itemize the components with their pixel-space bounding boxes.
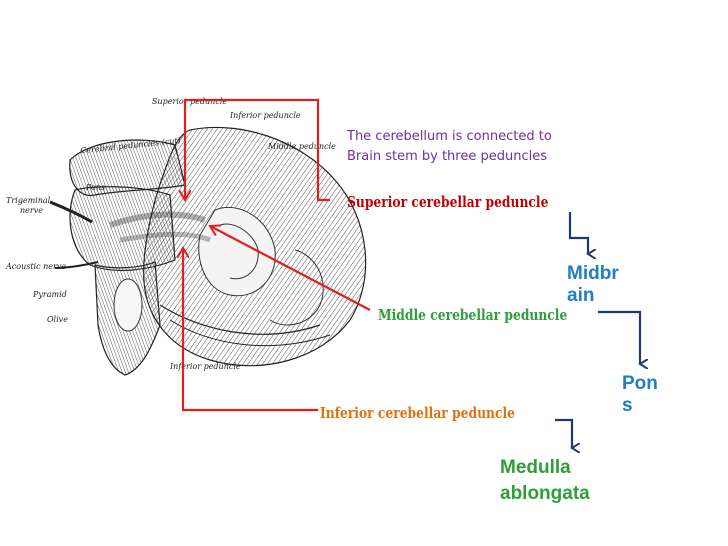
medulla-line-1: Medulla [500,457,571,478]
label-trigeminal-1: Trigeminal [6,196,51,205]
label-acoustic-nerve: Acoustic nerve [6,262,67,271]
inferior-peduncle-label: Inferior cerebellar peduncle [320,404,515,422]
pons-label: Pons [622,373,658,416]
middle-pointer-line [210,226,371,311]
superior-peduncle-label: Superior cerebellar peduncle [347,193,549,211]
label-middle-peduncle: Middle peduncle [268,142,336,151]
midbrain-label: Midbrain [567,263,619,306]
intro-text: The cerebellum is connected to Brain ste… [347,127,552,167]
label-trigeminal-2: nerve [20,206,43,215]
superior-pointer-line [185,98,330,200]
label-olive: Olive [47,315,68,324]
arrow-to-pons [598,310,640,364]
label-inferior-peduncle-top: Inferior peduncle [230,111,301,120]
cerebellum-brainstem-illustration [49,126,367,376]
label-pyramid: Pyramid [33,290,67,299]
label-inferior-peduncle-bottom: Inferior peduncle [170,362,241,371]
medulla-line-2: ablongata [500,483,590,504]
label-superior-peduncle: Superior peduncle [152,97,228,106]
middle-peduncle-label: Middle cerebellar peduncle [378,306,568,324]
label-pons: Pons [86,183,106,192]
arrow-to-midbrain [568,212,588,254]
medulla-label: Medulla ablongata [500,455,630,507]
arrow-to-medulla [555,418,572,448]
intro-line-2: Brain stem by three peduncles [347,149,547,164]
acoustic-nerve-shape [54,261,99,269]
inferior-pointer-line [183,248,318,412]
trigeminal-nerve-shape [49,200,93,224]
intro-line-1: The cerebellum is connected to [347,129,552,144]
